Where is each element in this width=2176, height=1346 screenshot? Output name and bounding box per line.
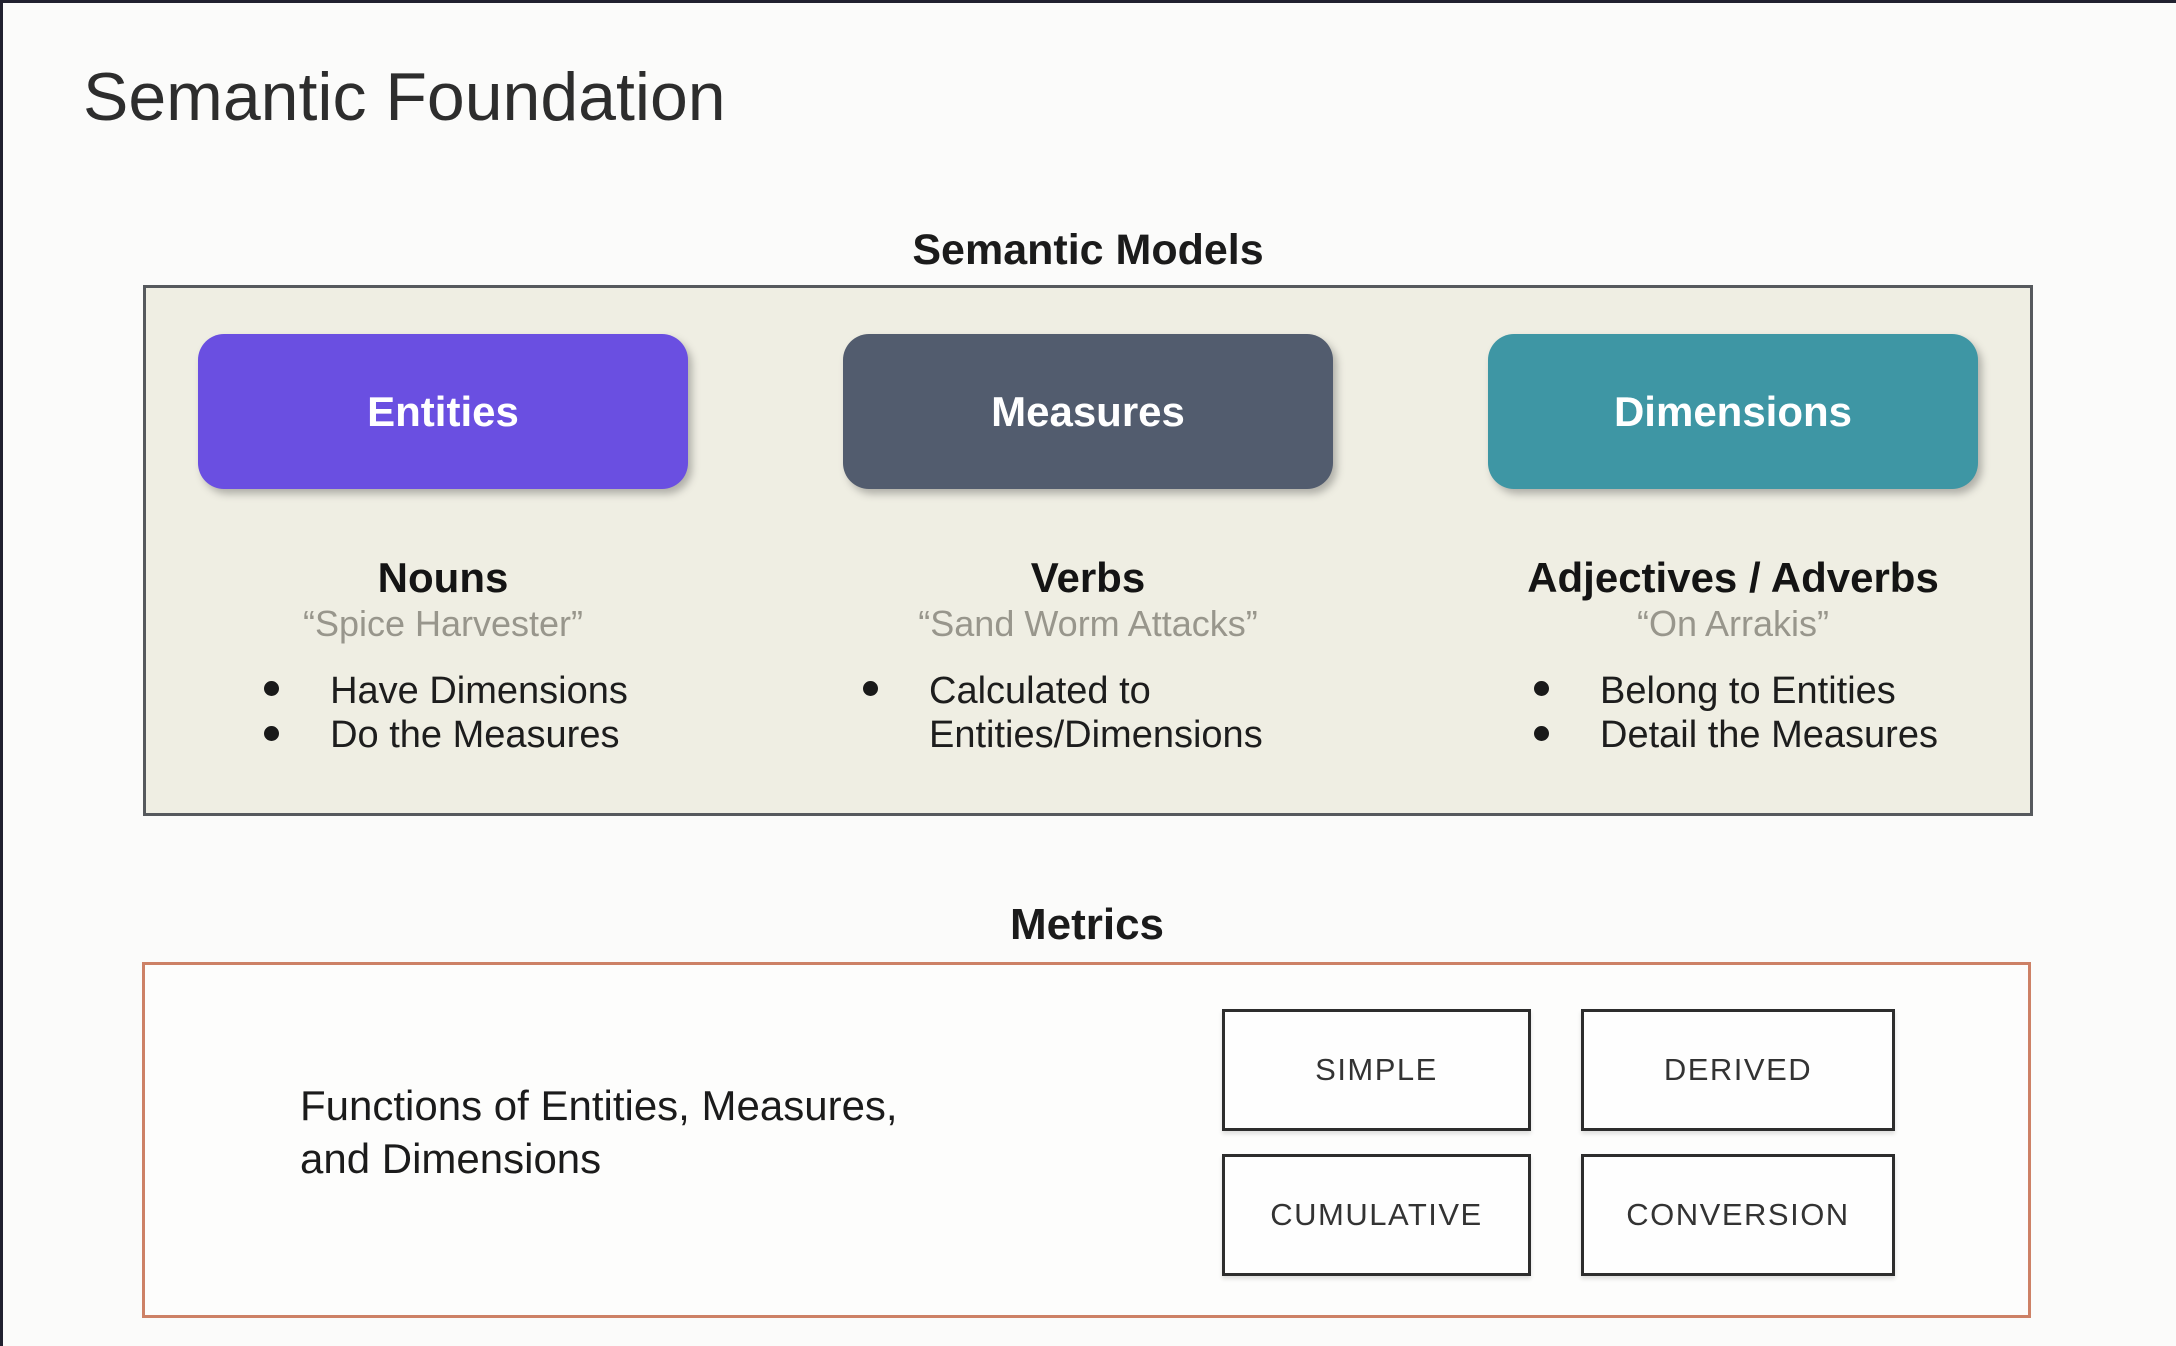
bullet-item: Belong to Entities bbox=[1528, 669, 1938, 713]
pill-row: Entities Measures Dimensions bbox=[146, 288, 2030, 489]
bullet-item: Calculated to Entities/Dimensions bbox=[857, 669, 1319, 757]
metrics-grid: SIMPLE DERIVED CUMULATIVE CONVERSION bbox=[1222, 1009, 1895, 1276]
dimensions-quote: “On Arrakis” bbox=[1636, 603, 1830, 645]
dimensions-pill: Dimensions bbox=[1488, 334, 1978, 489]
metric-card-derived: DERIVED bbox=[1581, 1009, 1895, 1131]
metrics-description-line: Functions of Entities, Measures, bbox=[300, 1082, 898, 1129]
slide-title: Semantic Foundation bbox=[83, 59, 726, 135]
entities-quote: “Spice Harvester” bbox=[302, 603, 584, 645]
metrics-panel: Functions of Entities, Measures, and Dim… bbox=[142, 962, 2031, 1318]
bullet-item: Detail the Measures bbox=[1528, 713, 1938, 757]
entities-bullet-list: Have Dimensions Do the Measures bbox=[258, 669, 628, 757]
metrics-description-line: and Dimensions bbox=[300, 1135, 602, 1182]
entities-pill: Entities bbox=[198, 334, 688, 489]
bullet-item: Have Dimensions bbox=[258, 669, 628, 713]
bullet-item: Do the Measures bbox=[258, 713, 628, 757]
measures-quote: “Sand Worm Attacks” bbox=[918, 603, 1258, 645]
metric-card-conversion: CONVERSION bbox=[1581, 1154, 1895, 1276]
entities-role-heading: Nouns bbox=[377, 554, 509, 601]
measures-role-heading: Verbs bbox=[1030, 554, 1146, 601]
semantic-models-heading: Semantic Models bbox=[912, 226, 1264, 274]
semantic-models-panel: Entities Measures Dimensions Nouns “Spic… bbox=[143, 285, 2033, 816]
dimensions-role-heading: Adjectives / Adverbs bbox=[1527, 554, 1939, 601]
measures-bullet-list: Calculated to Entities/Dimensions bbox=[857, 669, 1319, 757]
metric-card-cumulative: CUMULATIVE bbox=[1222, 1154, 1531, 1276]
measures-pill: Measures bbox=[843, 334, 1333, 489]
dimensions-column: Adjectives / Adverbs “On Arrakis” Belong… bbox=[1488, 554, 1978, 757]
measures-column: Verbs “Sand Worm Attacks” Calculated to … bbox=[843, 554, 1333, 757]
metrics-heading: Metrics bbox=[1009, 900, 1165, 949]
metric-card-simple: SIMPLE bbox=[1222, 1009, 1531, 1131]
entities-column: Nouns “Spice Harvester” Have Dimensions … bbox=[198, 554, 688, 757]
column-row: Nouns “Spice Harvester” Have Dimensions … bbox=[146, 489, 2030, 757]
dimensions-bullet-list: Belong to Entities Detail the Measures bbox=[1528, 669, 1938, 757]
metrics-description: Functions of Entities, Measures, and Dim… bbox=[300, 1079, 898, 1185]
